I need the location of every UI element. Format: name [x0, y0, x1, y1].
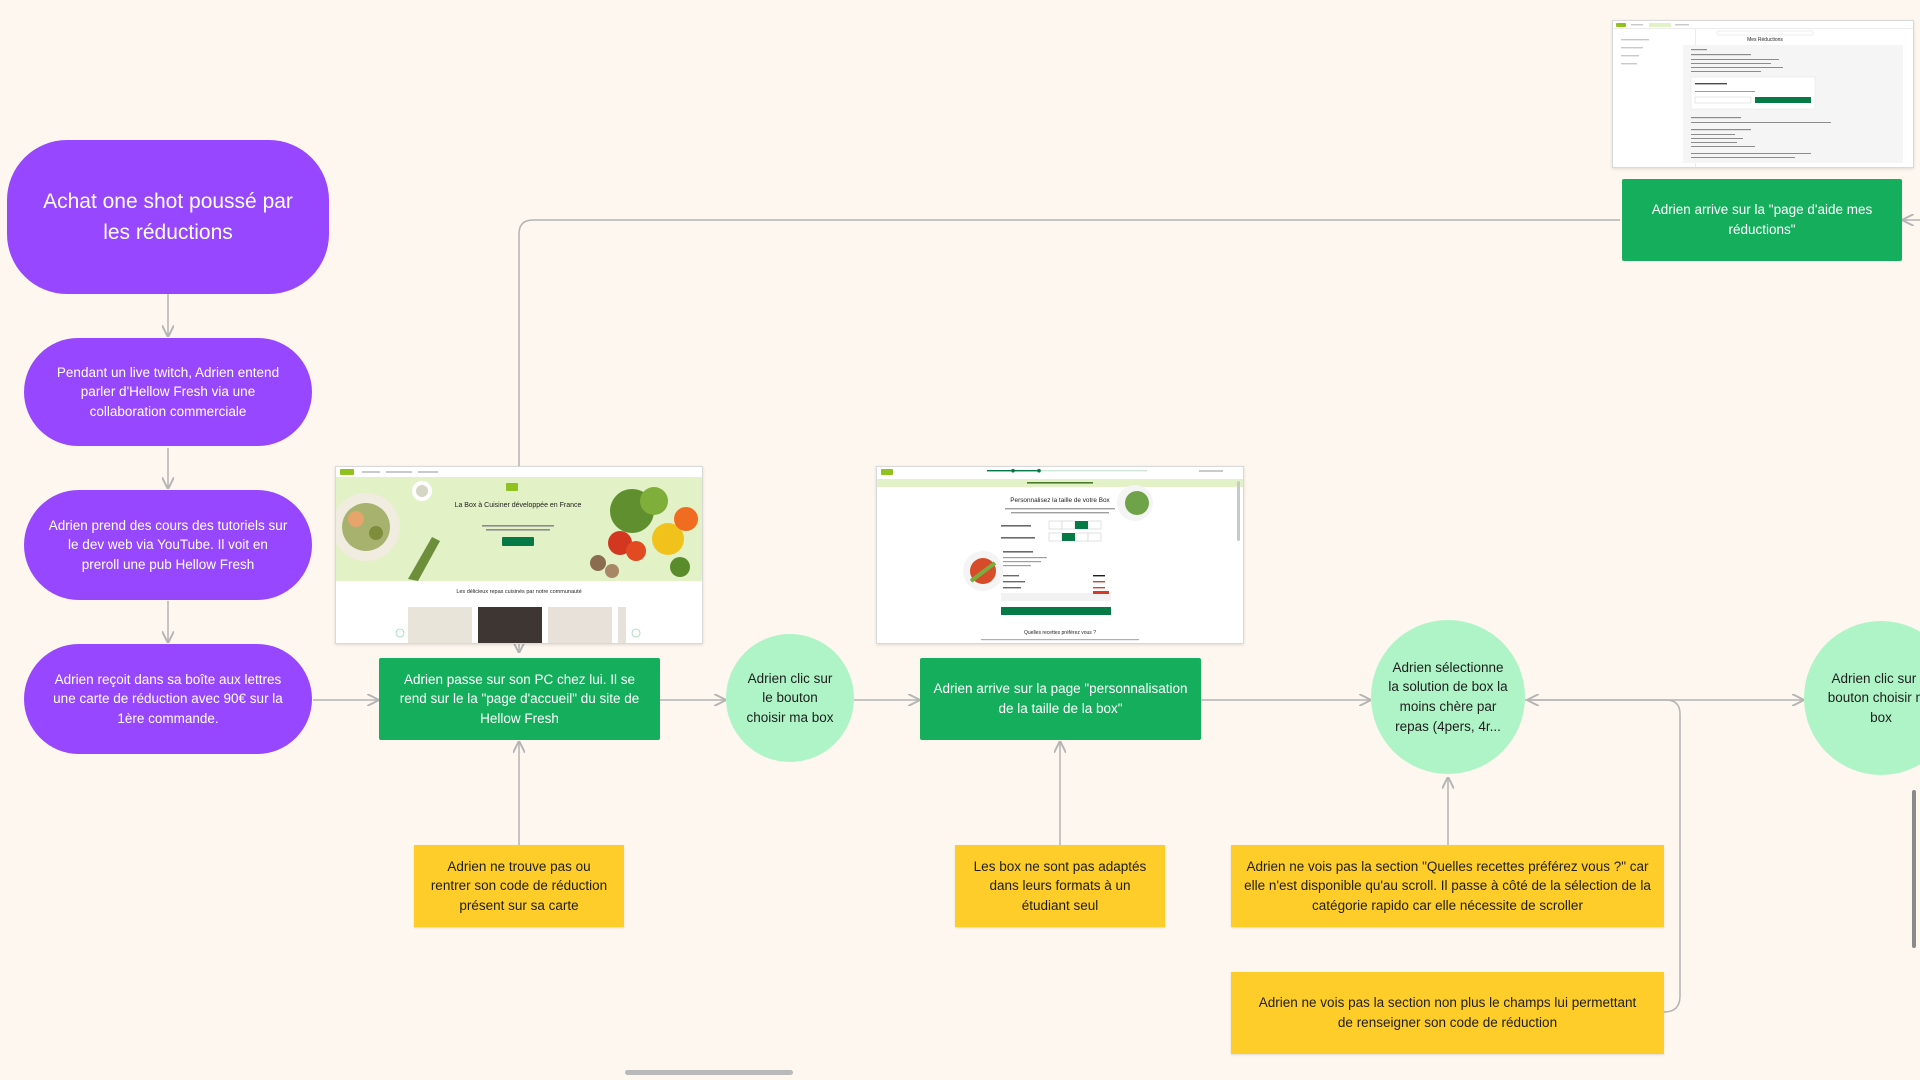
journey-title[interactable]: Achat one shot poussé par les réductions	[7, 140, 329, 294]
trigger-twitch-node[interactable]: Pendant un live twitch, Adrien entend pa…	[24, 338, 312, 446]
step-home-text: Adrien passe sur son PC chez lui. Il se …	[399, 671, 640, 726]
trigger-card-node[interactable]: Adrien reçoit dans sa boîte aux lettres …	[24, 644, 312, 754]
trigger-card-text: Adrien reçoit dans sa boîte aux lettres …	[53, 671, 283, 726]
action-choose-box-text: Adrien clic sur le bouton choisir ma box	[746, 670, 834, 725]
size-page-mockup: Personnalisez la taille de votre Box Que…	[877, 467, 1243, 643]
step-help-text: Adrien arrive sur la "page d'aide mes ré…	[1651, 202, 1873, 237]
action-select-cheapest-text: Adrien sélectionne la solution de box la…	[1388, 659, 1508, 734]
home-cta-button[interactable]	[502, 537, 534, 546]
step-help-node[interactable]: Adrien arrive sur la "page d'aide mes ré…	[1622, 179, 1902, 261]
home-headline: La Box à Cuisiner développée en France	[455, 502, 582, 509]
help-logo-icon	[1616, 23, 1626, 27]
action-choose-box-2-node[interactable]: Adrien clic sur le bouton choisir ma box	[1804, 621, 1920, 775]
screenshot-help-page[interactable]: Mes Réductions	[1612, 20, 1914, 168]
size-cta-button[interactable]	[1001, 607, 1111, 615]
pain-no-code-section-text: Adrien ne vois pas la section non plus l…	[1258, 995, 1637, 1030]
help-page-mockup: Mes Réductions	[1613, 21, 1913, 167]
action-select-cheapest-node[interactable]: Adrien sélectionne la solution de box la…	[1371, 620, 1525, 774]
vertical-scrollbar[interactable]	[1912, 790, 1916, 948]
pain-formats[interactable]: Les box ne sont pas adaptés dans leurs f…	[955, 845, 1165, 927]
pain-no-code-section[interactable]: Adrien ne vois pas la section non plus l…	[1231, 972, 1664, 1054]
promo-code-input[interactable]	[1694, 96, 1752, 104]
help-title: Mes Réductions	[1747, 37, 1783, 43]
step-size-node[interactable]: Adrien arrive sur la page "personnalisat…	[920, 658, 1201, 740]
recipes-selected[interactable]	[1062, 533, 1075, 541]
home-logo-icon	[340, 469, 354, 475]
size-logo-icon	[881, 469, 893, 475]
step-size-text: Adrien arrive sur la page "personnalisat…	[933, 681, 1188, 716]
trigger-twitch-text: Pendant un live twitch, Adrien entend pa…	[56, 364, 280, 419]
home-page-mockup: La Box à Cuisiner développée en France L…	[336, 467, 702, 643]
size-next-section: Quelles recettes préférez vous ?	[1024, 630, 1096, 636]
link-home-help	[518, 219, 1620, 466]
home-hero-logo-icon	[506, 483, 518, 491]
journey-title-text: Achat one shot poussé par les réductions	[43, 189, 293, 245]
pain-formats-text: Les box ne sont pas adaptés dans leurs f…	[973, 858, 1147, 913]
persons-selected[interactable]	[1075, 521, 1088, 529]
step-home-node[interactable]: Adrien passe sur son PC chez lui. Il se …	[379, 658, 660, 740]
pain-scroll-section[interactable]: Adrien ne vois pas la section "Quelles r…	[1231, 845, 1664, 927]
action-choose-box-node[interactable]: Adrien clic sur le bouton choisir ma box	[726, 634, 854, 762]
pain-scroll-section-text: Adrien ne vois pas la section "Quelles r…	[1244, 858, 1651, 913]
size-title: Personnalisez la taille de votre Box	[1010, 497, 1110, 504]
screenshot-size-page[interactable]: Personnalisez la taille de votre Box Que…	[876, 466, 1244, 644]
trigger-youtube-node[interactable]: Adrien prend des cours des tutoriels sur…	[24, 490, 312, 600]
home-section-title: Les délicieux repas cuisinés par notre c…	[456, 589, 581, 595]
pain-no-code-field[interactable]: Adrien ne trouve pas ou rentrer son code…	[414, 845, 624, 927]
pain-no-code-field-text: Adrien ne trouve pas ou rentrer son code…	[430, 858, 608, 913]
promo-validate-button[interactable]	[1755, 97, 1811, 103]
horizontal-scrollbar[interactable]	[625, 1070, 793, 1075]
trigger-youtube-text: Adrien prend des cours des tutoriels sur…	[48, 517, 288, 572]
action-choose-box-2-text: Adrien clic sur le bouton choisir ma box	[1827, 670, 1920, 725]
screenshot-home-page[interactable]: La Box à Cuisiner développée en France L…	[335, 466, 703, 644]
link-pain-code	[1528, 700, 1681, 1013]
carousel-next-icon[interactable]	[631, 628, 641, 638]
carousel-prev-icon[interactable]	[395, 628, 405, 638]
